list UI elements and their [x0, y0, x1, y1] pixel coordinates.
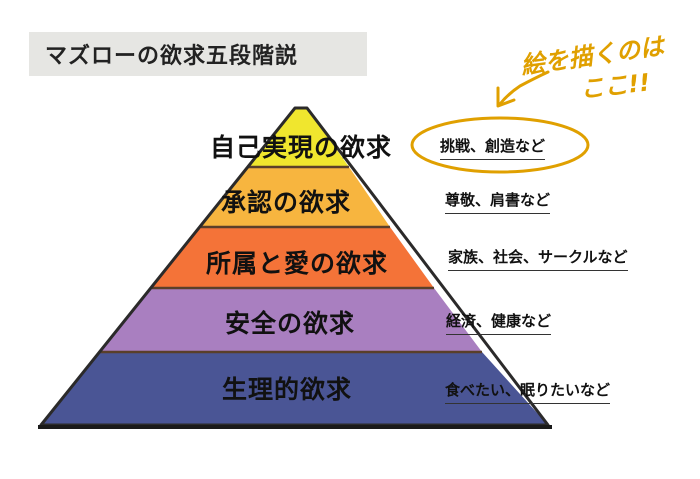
level-note-physiological: 食べたい、眠りたいなど [445, 379, 611, 404]
pyramid-layer-love-belonging [152, 227, 434, 288]
handwritten-annotation-line2: ここ!! [578, 68, 652, 104]
level-label-safety: 安全の欲求 [224, 309, 356, 338]
level-label-self-actualization: 自己実現の欲求 [209, 133, 393, 162]
highlight-circle [410, 116, 590, 174]
level-note-safety: 経済、健康など [446, 310, 552, 335]
level-note-esteem: 尊敬、肩書など [445, 189, 551, 214]
level-note-self-actualization: 挑戦、創造など [440, 135, 546, 160]
pyramid-layer-self-actualization [248, 108, 349, 167]
pyramid-layer-safety [99, 288, 482, 352]
title-box: マズローの欲求五段階説 [29, 32, 367, 76]
page-title: マズローの欲求五段階説 [45, 44, 299, 69]
level-label-esteem: 承認の欲求 [220, 188, 352, 217]
level-note-love-belonging: 家族、社会、サークルなど [448, 246, 628, 271]
level-label-physiological: 生理的欲求 [221, 375, 353, 404]
pyramid-layer-esteem [201, 167, 390, 227]
pyramid-layer-physiological [41, 352, 548, 425]
arrow-head-icon [496, 86, 516, 108]
level-label-love-belonging: 所属と愛の欲求 [205, 249, 389, 278]
arrow-icon [498, 70, 550, 106]
